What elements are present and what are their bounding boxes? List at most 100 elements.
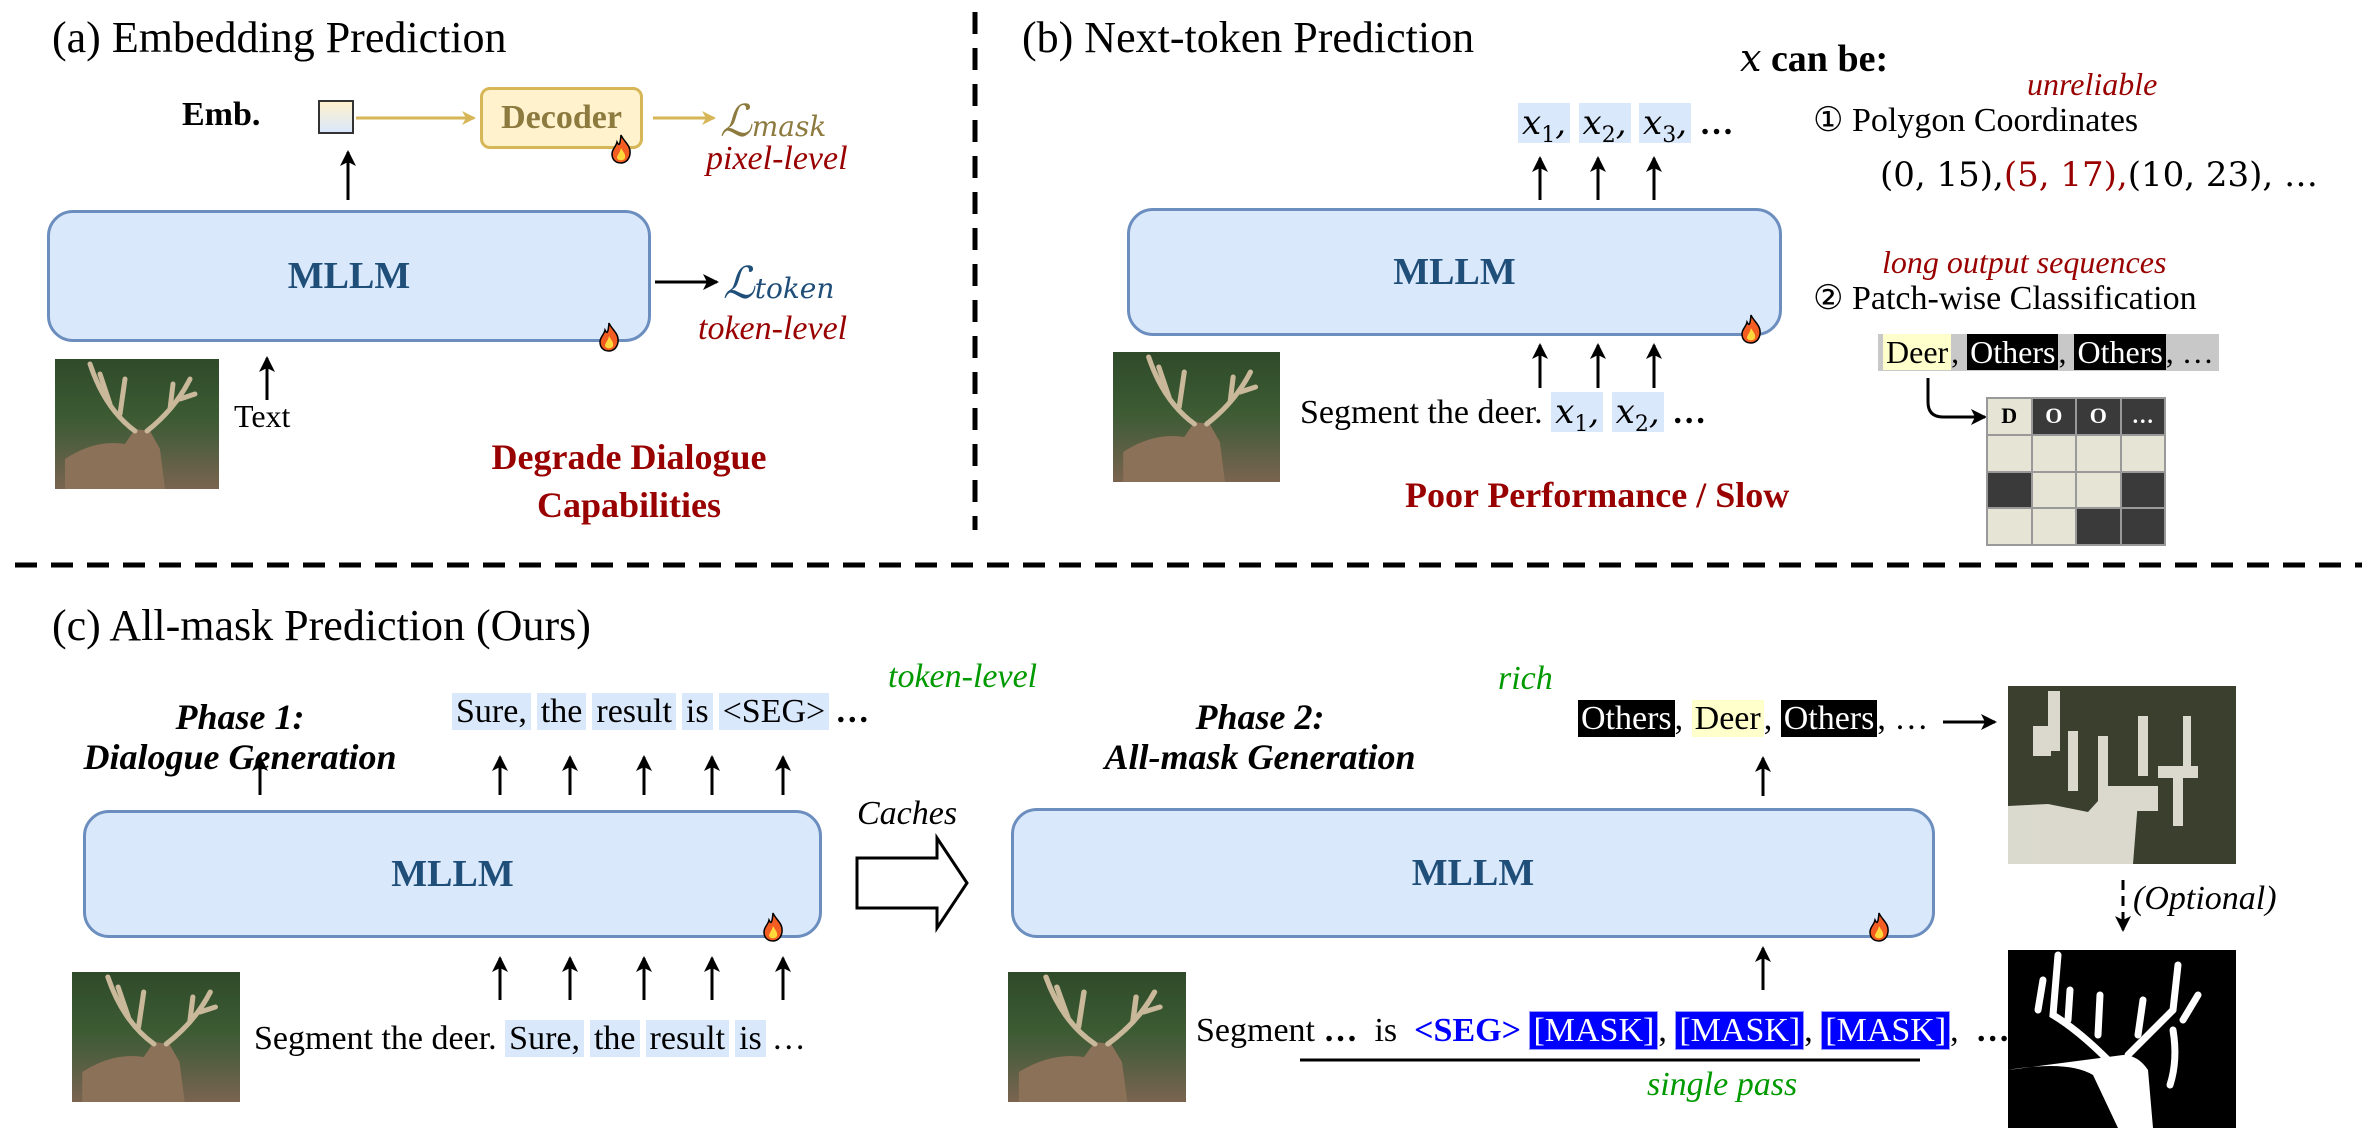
phase1-output-token: the [536,693,587,730]
others-token: Others [2074,334,2166,370]
others-token: Others [1578,700,1675,737]
embedding-vector [318,100,354,134]
caches-label: Caches [857,795,958,832]
output-token: x3, [1639,103,1691,148]
phase1-input-token: Sure, [505,1020,584,1057]
emb-label: Emb. [182,96,261,133]
patch-cell: D [1987,398,2032,435]
deer-token: Deer [1883,334,1952,370]
token-loss: ℒtoken [723,258,835,309]
optional-label: (Optional) [2133,880,2277,917]
ellipsis: … [771,1020,806,1057]
pixel-level-note: pixel-level [706,140,848,177]
single-pass-note: single pass [1647,1066,1798,1103]
patch-cell [1987,471,2032,509]
patch-cell [2031,434,2076,472]
arrow-deer-to-grid [1926,378,1987,425]
others-token: Others [1780,700,1878,737]
x-can-be-heading: x can be: [1740,36,1889,80]
output-token: x2, [1578,103,1631,148]
patch-cell [1987,508,2032,545]
patch-cell [2120,508,2165,545]
patch-cell [2076,508,2121,545]
phase1-output-token: result [592,693,676,730]
unreliable-note: unreliable [2027,66,2158,102]
patch-cell: … [2120,398,2165,435]
trainable-fire-icon [762,912,784,942]
rich-note: rich [1498,660,1553,697]
ellipsis: … [1699,105,1734,142]
phase1-input-token: the [589,1020,640,1057]
refined-mask-image [2008,950,2236,1128]
panel-b-drawback: Poor Performance / Slow [1405,475,1790,515]
circled-one-icon: ① [1813,102,1844,139]
trainable-fire-icon [610,134,632,164]
mask-token: [MASK] [1675,1011,1805,1050]
polygon-coords: (0, 15),(5, 17),(10, 23), … [1880,155,2319,195]
output-token: x1, [1518,103,1570,148]
option-patch-classification: ② Patch-wise Classification [1813,280,2197,317]
phase1-output-token: Sure, [452,693,531,730]
prompt-text: Segment the deer. [1300,394,1543,431]
patch-cell: O [2076,398,2121,435]
phase2-output-sequence: Others, Deer, Others, … [1578,700,1928,738]
mask-token: [MASK] [1821,1011,1951,1050]
phase2-heading: Phase 2: All-mask Generation [1104,697,1416,777]
panel-c-title: (c) All-mask Prediction (Ours) [52,601,591,650]
option-polygon: ① Polygon Coordinates [1813,102,2139,139]
deer-image [55,359,219,489]
patch-cell [2120,434,2165,472]
phase1-input-token: result [645,1020,730,1057]
ellipsis: … [835,693,870,730]
phase1-output-arrows [252,755,268,795]
input-token: x1, [1551,392,1604,437]
seg-token: <SEG> [1414,1012,1521,1049]
deer-image [72,972,240,1102]
patch-label-sequence: Deer, Others, Others, … [1878,334,2219,371]
mllm-block-phase2: MLLM [1011,808,1935,938]
token-level-note: token-level [698,310,848,347]
circled-two-icon: ② [1813,280,1844,317]
panel-a-title: (a) Embedding Prediction [52,13,507,62]
trainable-fire-icon [598,322,620,352]
patch-cell [2076,434,2121,472]
panel-a-drawback: Degrade Dialogue Capabilities [491,437,767,525]
patch-cell [1987,434,2032,472]
token-level-note: token-level [888,658,1038,695]
mask-token: [MASK] [1529,1011,1659,1050]
deer-image [1113,352,1280,482]
patch-cell: O [2031,398,2076,435]
ellipsis: … [1672,394,1707,431]
input-sequence-b: Segment the deer. x1, x2, … [1300,392,1706,437]
coarse-mask-image [2008,686,2236,864]
mask-loss: ℒmask [720,96,827,147]
trainable-fire-icon [1740,314,1762,344]
patch-cell [2076,471,2121,509]
phase1-input-token: is [735,1020,766,1057]
mllm-block-phase1: MLLM [83,810,822,938]
long-sequences-note: long output sequences [1882,244,2167,280]
deer-token: Deer [1691,700,1764,737]
others-token: Others [1967,334,2059,370]
caches-arrow [855,833,969,933]
patch-cell [2031,471,2076,509]
mllm-block-b: MLLM [1127,208,1782,336]
trainable-fire-icon [1868,912,1890,942]
phase1-output-token: is [681,693,713,730]
patch-cell [2120,471,2165,509]
output-token-sequence: x1, x2, x3, … [1518,103,1734,148]
prompt-text: Segment the deer. [254,1020,506,1057]
input-token: x2, [1611,392,1664,437]
phase2-input-sequence: Segment … is <SEG> [MASK], [MASK], [MASK… [1196,1011,2010,1050]
phase1-heading: Phase 1: Dialogue Generation [83,697,397,777]
patch-cell [2031,508,2076,545]
deer-image [1008,972,1186,1102]
text-input-label: Text [234,398,291,434]
decoder-label: Decoder [501,99,622,136]
panel-b-title: (b) Next-token Prediction [1022,13,1475,62]
phase1-output-token: <SEG> [718,693,830,730]
